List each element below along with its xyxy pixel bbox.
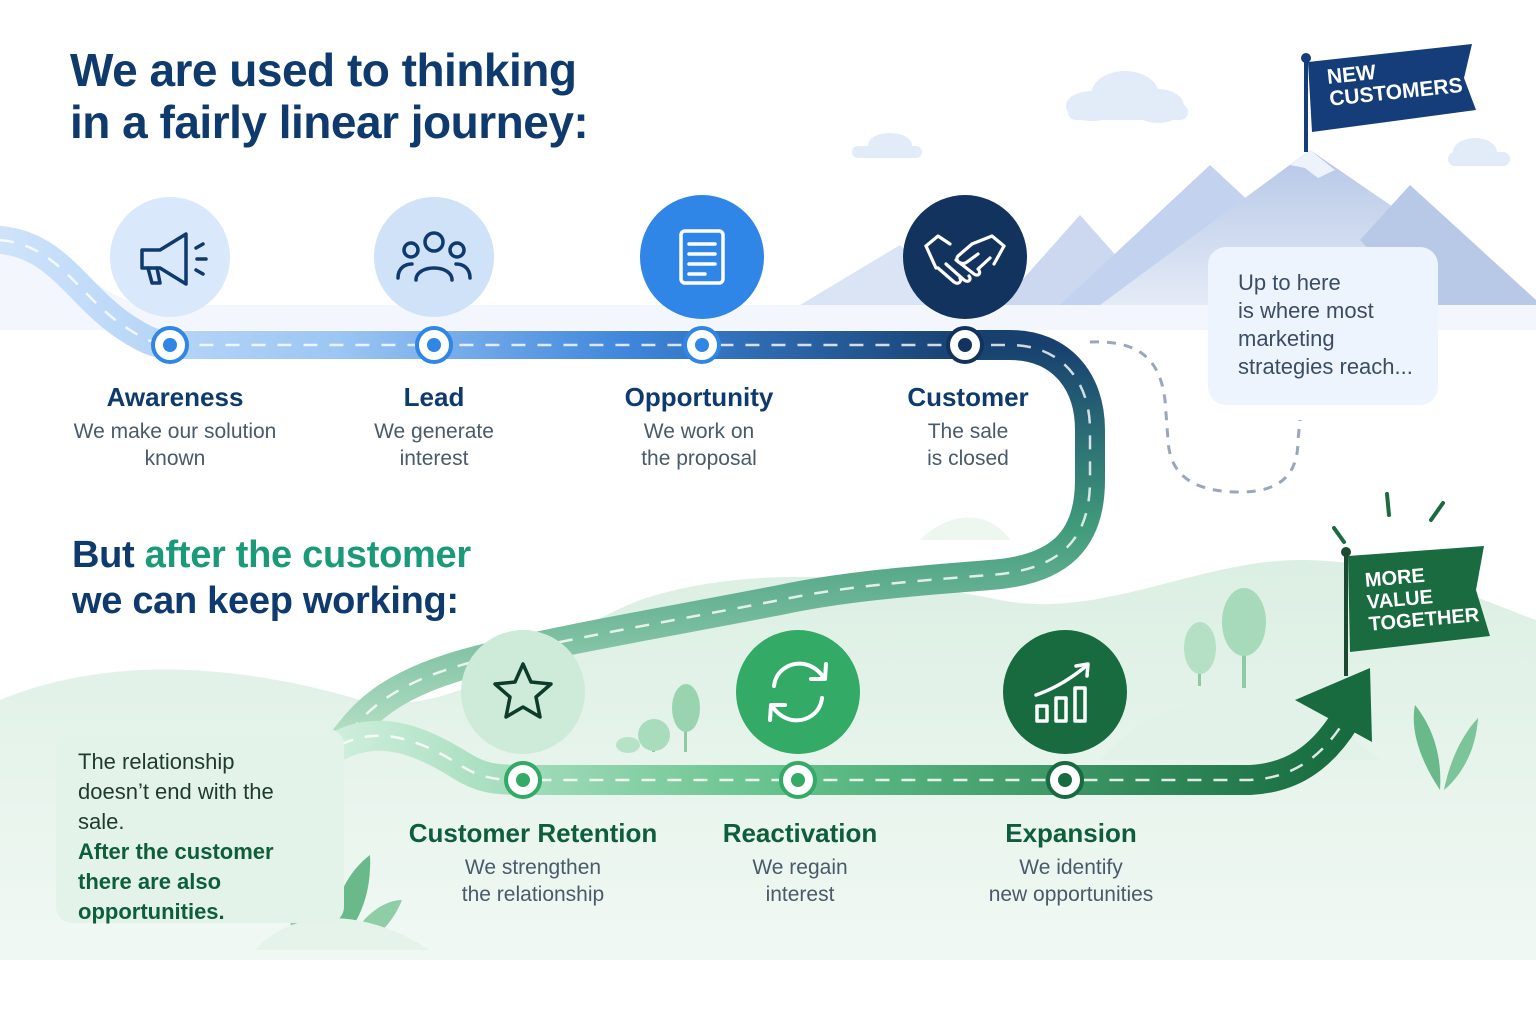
road-post-sale: [325, 668, 1372, 795]
dotted-connector: [1089, 340, 1302, 494]
stage-awareness: Awareness We make our solution known: [25, 382, 325, 472]
stage-title: Awareness: [106, 382, 244, 412]
stage-reactivation: Reactivation We regain interest: [650, 818, 950, 908]
stage-opportunity: Opportunity We work on the proposal: [549, 382, 849, 472]
note-marketing-limit: Up to here is where most marketing strat…: [1208, 247, 1438, 405]
stage-title: Customer: [907, 382, 1029, 412]
stage-description: We regain interest: [650, 854, 950, 908]
flag-more-value: [1332, 492, 1490, 676]
stage-customer: Customer The sale is closed: [818, 382, 1118, 472]
flag-more-value-label: MORE VALUE TOGETHER: [1364, 560, 1480, 636]
document-icon: [679, 229, 725, 285]
arrow-head: [1295, 668, 1372, 742]
flag-new-customers: [1301, 44, 1476, 152]
cloud-decoration: [852, 71, 1510, 166]
description-line: known: [144, 447, 206, 470]
growth-chart-icon: [1034, 662, 1090, 723]
heading-linear-journey: We are used to thinking in a fairly line…: [70, 44, 589, 148]
megaphone-icon: [140, 232, 208, 286]
heading-plain: But: [72, 534, 145, 576]
stage-title: Customer Retention: [408, 818, 658, 848]
stage-lead: Lead We generate interest: [284, 382, 584, 472]
description-line: The sale: [927, 420, 1009, 443]
note-line: strategies reach...: [1238, 354, 1413, 379]
description-line: the proposal: [641, 447, 757, 470]
refresh-icon: [768, 661, 828, 723]
heading-after-customer: But after the customer we can keep worki…: [72, 532, 471, 624]
star-icon: [493, 662, 553, 719]
note-line: doesn’t end with the sale.: [78, 779, 274, 834]
note-emphasis: opportunities.: [78, 899, 225, 924]
description-line: We strengthen: [464, 856, 602, 879]
stage-retention-marker: [461, 630, 585, 799]
heading-accent: after the customer: [144, 534, 471, 576]
note-line: there are also: [78, 867, 326, 897]
description-line: new opportunities: [988, 883, 1154, 906]
note-line: After the customer: [78, 837, 326, 867]
note-line: opportunities.: [78, 897, 326, 927]
heading-line: But after the customer: [72, 532, 471, 578]
group-icon: [396, 231, 472, 282]
stage-title: Reactivation: [722, 818, 878, 848]
stage-opportunity-marker: [640, 195, 764, 364]
description-line: We work on: [643, 420, 755, 443]
stage-title: Expansion: [1005, 818, 1137, 848]
description-line: is closed: [927, 447, 1009, 470]
stage-expansion: Expansion We identify new opportunities: [921, 818, 1221, 908]
note-line: The relationship: [78, 749, 235, 774]
stage-awareness-marker: [110, 197, 230, 364]
heading-line: We are used to thinking: [70, 44, 577, 96]
description-line: We regain: [752, 856, 848, 879]
stage-description: We work on the proposal: [549, 418, 849, 472]
stage-customer-marker: [903, 195, 1027, 364]
handshake-icon: [924, 234, 1006, 285]
stage-expansion-marker: [1003, 630, 1127, 799]
stage-customer-retention: Customer Retention We strengthen the rel…: [383, 818, 683, 908]
note-line: is where most: [1238, 298, 1374, 323]
heading-line: in a fairly linear journey:: [70, 96, 589, 148]
stage-description: We strengthen the relationship: [383, 854, 683, 908]
description-line: We identify: [1019, 856, 1123, 879]
note-emphasis: After the customer: [78, 839, 274, 864]
stage-lead-marker: [374, 197, 494, 364]
note-relationship: The relationship doesn’t end with the sa…: [56, 729, 344, 924]
stage-reactivation-marker: [736, 630, 860, 799]
stage-title: Lead: [403, 382, 465, 412]
stage-description: We identify new opportunities: [921, 854, 1221, 908]
stage-description: We make our solution known: [25, 418, 325, 472]
description-line: interest: [399, 447, 469, 470]
description-line: interest: [765, 883, 835, 906]
description-line: the relationship: [461, 883, 605, 906]
heading-line: we can keep working:: [72, 580, 459, 622]
description-line: We generate: [374, 420, 494, 443]
note-line: marketing: [1238, 326, 1335, 351]
stage-title: Opportunity: [624, 382, 774, 412]
stage-description: The sale is closed: [818, 418, 1118, 472]
note-emphasis: there are also: [78, 869, 222, 894]
note-line: Up to here: [1238, 270, 1341, 295]
stage-description: We generate interest: [284, 418, 584, 472]
description-line: We make our solution: [73, 420, 277, 443]
